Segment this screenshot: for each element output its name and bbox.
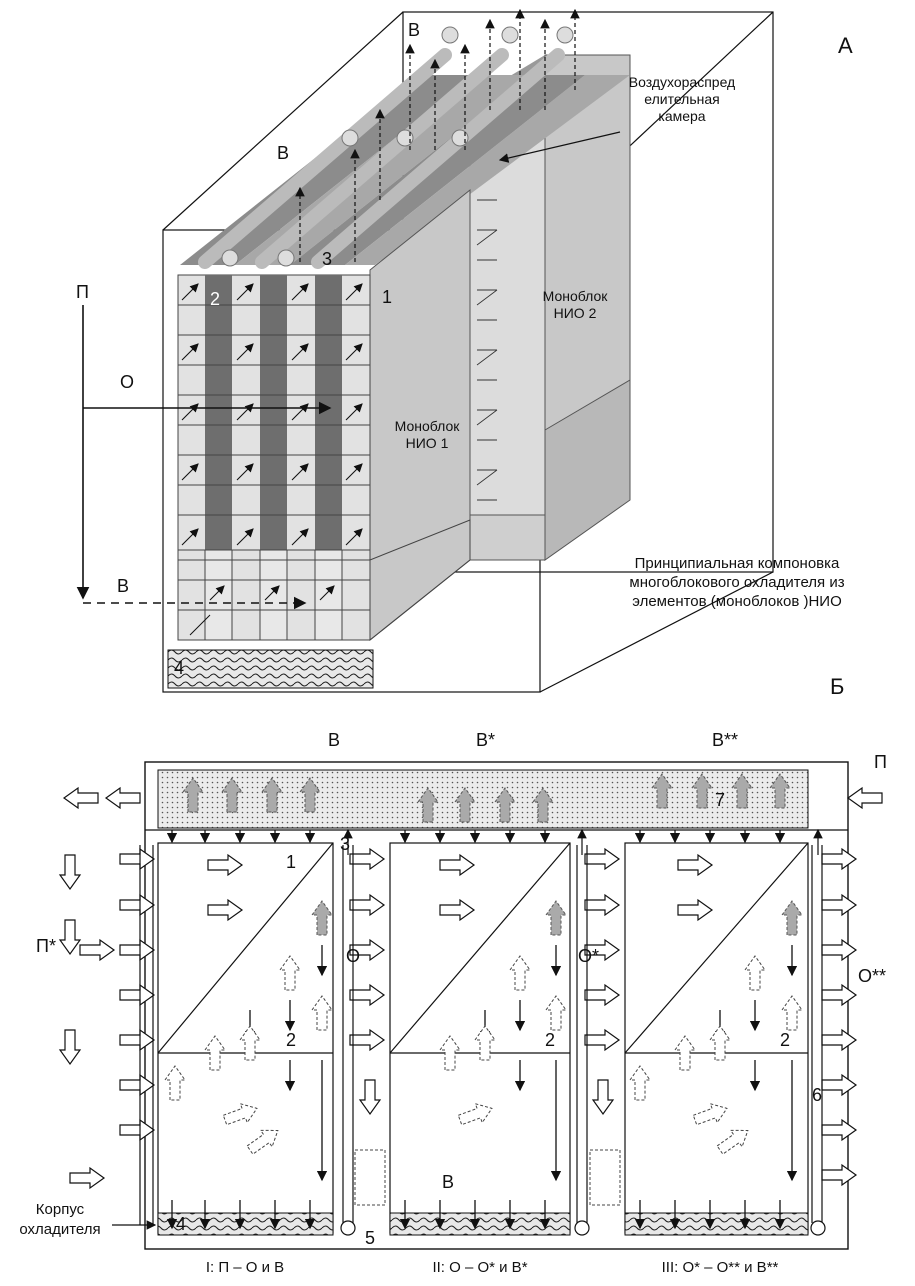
monoblock2-label-2: НИО 2 [553, 305, 597, 321]
air-chamber-label-1: Воздухораспред [628, 74, 736, 90]
flow-p-label: П [76, 282, 89, 302]
b-num-2a-label: 2 [286, 1030, 297, 1050]
water-tray [167, 649, 374, 689]
exhaust-arrows [295, 8, 580, 262]
top-v1-label: В* [476, 730, 496, 750]
num-3-label: 3 [322, 249, 333, 269]
dark-channel [260, 275, 287, 550]
monoblock1-label-1: Моноблок [394, 418, 460, 434]
caption-line-2: многоблокового охладителя из [629, 574, 845, 591]
air-chamber-pointer [498, 131, 621, 163]
monoblock1-label-2: НИО 1 [405, 435, 449, 451]
top-v-label: В [328, 730, 341, 750]
stage-1-label: I: П – О и В [205, 1259, 285, 1276]
mid-p1-label: П* [36, 936, 56, 956]
b-num-1-label: 1 [286, 852, 297, 872]
housing-label-2: охладителя [19, 1221, 101, 1238]
outlet-v-front-label: В [277, 143, 290, 163]
flow-v-label: В [117, 576, 130, 596]
out-o2-label: О** [858, 966, 887, 986]
tray-2 [389, 1212, 571, 1236]
top-tubes [180, 26, 630, 269]
cell-grid [178, 304, 370, 611]
panel-a [76, 8, 774, 693]
b-num-6-label: 6 [812, 1085, 823, 1105]
caption-line-3: элементов (моноблоков )НИО [632, 593, 842, 610]
num-2-label: 2 [210, 289, 221, 309]
tray-3 [624, 1212, 809, 1236]
num-1-label: 1 [382, 287, 393, 307]
out-o1-label: О* [578, 946, 600, 966]
recirculation-pipes [139, 828, 826, 1236]
tray-1 [157, 1212, 334, 1236]
grey-exhaust-arrows [182, 773, 803, 936]
b-num-4-label: 4 [176, 1214, 187, 1234]
dark-channel [315, 275, 342, 550]
dark-channel [205, 275, 232, 550]
b-num-2b-label: 2 [545, 1030, 556, 1050]
inlet-p-label: П [874, 752, 887, 772]
monoblock2-label-1: Моноблок [542, 288, 608, 304]
housing-label-1: Корпус [35, 1201, 85, 1218]
num-4-label: 4 [174, 658, 185, 678]
cell-flow-arrows [181, 283, 363, 601]
out-o-label: О [346, 946, 361, 966]
drip-arrows [166, 830, 798, 1230]
panel-b [58, 761, 883, 1250]
hollow-flow-arrows [58, 786, 883, 1190]
air-chamber-label-3: камера [658, 108, 706, 124]
mid-v-label: В [442, 1172, 455, 1192]
panel-b-letter: Б [830, 674, 845, 699]
panel-a-flows [76, 305, 332, 610]
air-distribution-chamber [157, 769, 809, 829]
b-num-3-label: 3 [340, 834, 351, 854]
b-num-2c-label: 2 [780, 1030, 791, 1050]
housing-outline [144, 761, 849, 1250]
b-num-5-label: 5 [365, 1228, 376, 1248]
air-chamber-label-2: елительная [644, 91, 720, 107]
b-num-7-label: 7 [715, 790, 726, 810]
stage-3-label: III: О* – О** и В** [661, 1259, 779, 1276]
outlet-v-back-label: В [408, 20, 421, 40]
dashed-internal-arrows [164, 955, 803, 1206]
flow-o-label: О [120, 372, 135, 392]
top-v2-label: В** [712, 730, 739, 750]
caption-line-1: Принципиальная компоновка [634, 555, 840, 572]
panel-a-letter: А [838, 33, 853, 58]
stage-2-label: II: О – О* и В* [432, 1259, 528, 1276]
